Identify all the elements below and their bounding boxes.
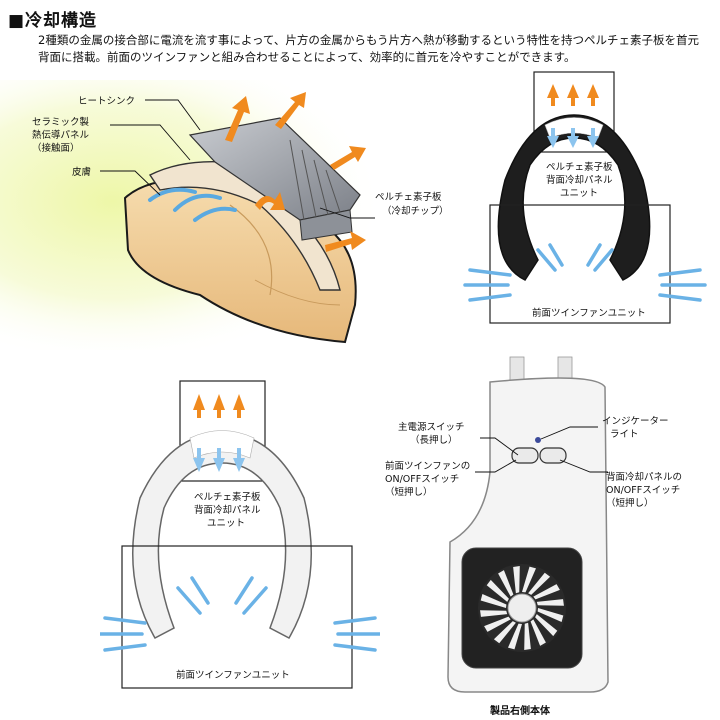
ceramic-label-line3: （接触面） — [32, 142, 80, 154]
fan-blade — [524, 622, 531, 650]
cool-arrows-top — [193, 448, 245, 472]
peltier-label-line1: ペルチェ素子板 — [375, 191, 442, 203]
front-fan-switch-label-line1: 前面ツインファンの — [385, 460, 470, 472]
fan-air-arrows — [463, 243, 707, 302]
white-peltier-line1: ペルチェ素子板 — [194, 491, 261, 503]
dark-peltier-line3: ユニット — [560, 188, 598, 199]
fan-blade — [480, 593, 507, 608]
indicator-label-line2: ライト — [610, 429, 639, 440]
indicator-label-line1: インジケーター — [602, 416, 669, 427]
dark-peltier-line2: 背面冷却パネル — [546, 174, 613, 186]
fan-blade — [530, 619, 546, 646]
cool-arrows-top — [547, 128, 599, 148]
fan-unit-box — [121, 545, 353, 689]
section-title: ■冷却構造 — [8, 11, 98, 31]
fan-blade — [493, 621, 516, 644]
cool-flow-arrows — [148, 187, 237, 222]
white-peltier-line3: ユニット — [207, 518, 245, 529]
heatsink-label: ヒートシンク — [78, 96, 135, 107]
peltier-label-line2: （冷却チップ） — [382, 205, 449, 217]
fan-blade — [537, 608, 564, 623]
dark-device-diagram: ペルチェ素子板 背面冷却パネル ユニット 前面ツインファンユニット — [463, 71, 707, 324]
fan-blade — [522, 566, 537, 593]
fan-blade — [536, 599, 564, 606]
side-view-caption: 製品右側本体 — [489, 704, 551, 717]
fan-blade — [535, 614, 558, 637]
cross-section-diagram: ヒートシンク セラミック製 熱伝導パネル （接触面） 皮膚 ペルチェ素子板 （冷… — [0, 80, 450, 350]
rear-panel-switch-label-line2: ON/OFFスイッチ — [606, 485, 680, 496]
heatsink — [188, 117, 361, 241]
dark-peltier-line1: ペルチェ素子板 — [546, 161, 613, 173]
fan-blade — [486, 579, 509, 602]
dark-neckband — [497, 114, 651, 281]
dark-fan-unit-label: 前面ツインファンユニット — [532, 307, 646, 319]
fan-blade — [528, 572, 551, 595]
fan-air-arrows — [100, 576, 380, 652]
fan-blade — [484, 616, 511, 632]
fan-blade — [507, 623, 522, 650]
ceramic-label-line1: セラミック製 — [32, 116, 90, 128]
indicator-light — [535, 437, 541, 443]
description-text: 2種類の金属の接合部に電流を流す事によって、片方の金属からもう片方へ熱が移動する… — [38, 33, 699, 64]
white-device-diagram: ペルチェ素子板 背面冷却パネル ユニット 前面ツインファンユニット — [100, 380, 380, 689]
white-peltier-line2: 背面冷却パネル — [194, 504, 261, 516]
fan-unit-box — [489, 204, 671, 324]
front-fan-switch-label-line3: （短押し） — [385, 486, 433, 498]
rear-panel-switch-label-line1: 背面冷却パネルの — [606, 471, 682, 483]
front-fan-switch-label-line2: ON/OFFスイッチ — [385, 474, 459, 485]
fan-blades — [480, 566, 564, 650]
heat-flow-arrows — [225, 92, 366, 252]
fan-blade — [533, 584, 560, 600]
side-view-diagram: 主電源スイッチ （長押し） インジケーター ライト 前面ツインファンの ON/O… — [385, 356, 682, 717]
white-fan-unit-label: 前面ツインファンユニット — [176, 669, 290, 681]
power-switch[interactable] — [511, 447, 539, 464]
power-switch-label-line1: 主電源スイッチ — [398, 421, 465, 433]
skin-label: 皮膚 — [72, 166, 91, 178]
power-switch-label-line2: （長押し） — [410, 434, 458, 446]
fan-grille — [461, 547, 583, 669]
rear-panel-switch[interactable] — [539, 447, 567, 464]
fan-blade — [513, 566, 520, 594]
rear-panel-switch-label-line3: （短押し） — [606, 497, 654, 509]
hot-arrows-top — [193, 394, 245, 418]
ceramic-label-line2: 熱伝導パネル — [32, 129, 90, 141]
fan-blade — [498, 570, 514, 597]
fan-blade — [480, 610, 508, 617]
hot-arrows-top — [547, 84, 599, 106]
